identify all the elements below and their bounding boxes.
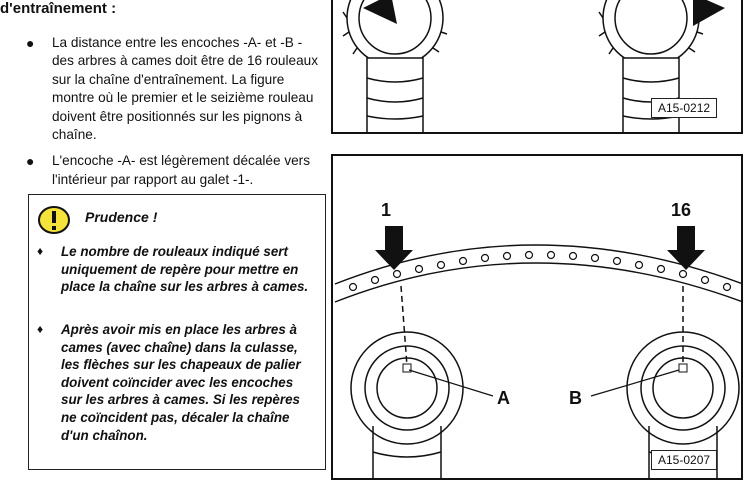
list-item: ● La distance entre les encoches -A- et … xyxy=(26,34,318,144)
figure-reference: A15-0207 xyxy=(651,450,718,470)
figure-bottom: 1 16 A B A15-0207 xyxy=(331,154,743,480)
bullet-icon: ● xyxy=(26,35,35,51)
figure-reference: A15-0212 xyxy=(651,98,718,118)
list-item: ♦ Après avoir mis en place les arbres à … xyxy=(37,321,317,444)
caution-title: Prudence ! xyxy=(85,209,158,225)
camshaft-illustration-top xyxy=(342,0,725,132)
section-heading: d'entraînement : xyxy=(0,0,117,17)
chain-alignment-illustration xyxy=(334,226,741,478)
chain-roller-16-label: 16 xyxy=(671,200,692,220)
bullet-text: La distance entre les encoches -A- et -B… xyxy=(52,35,318,143)
list-item: ♦ Le nombre de rouleaux indiqué sert uni… xyxy=(37,243,317,296)
figure-top: A15-0212 xyxy=(331,0,743,134)
diamond-bullet-icon: ♦ xyxy=(37,322,44,336)
caution-text: Après avoir mis en place les arbres à ca… xyxy=(61,322,301,443)
caution-box: Prudence ! ♦ Le nombre de rouleaux indiq… xyxy=(28,194,326,470)
caution-text: Le nombre de rouleaux indiqué sert uniqu… xyxy=(61,244,309,295)
bullet-text: L'encoche -A- est légèrement décalée ver… xyxy=(52,153,310,187)
notch-b-label: B xyxy=(569,388,582,408)
diamond-bullet-icon: ♦ xyxy=(37,244,44,258)
list-item: ● L'encoche -A- est légèrement décalée v… xyxy=(26,152,318,189)
warning-icon xyxy=(37,205,71,240)
notch-a-label: A xyxy=(497,388,510,408)
bullet-icon: ● xyxy=(26,153,35,170)
chain-roller-1-label: 1 xyxy=(381,200,392,220)
instruction-list: ● La distance entre les encoches -A- et … xyxy=(26,34,318,197)
